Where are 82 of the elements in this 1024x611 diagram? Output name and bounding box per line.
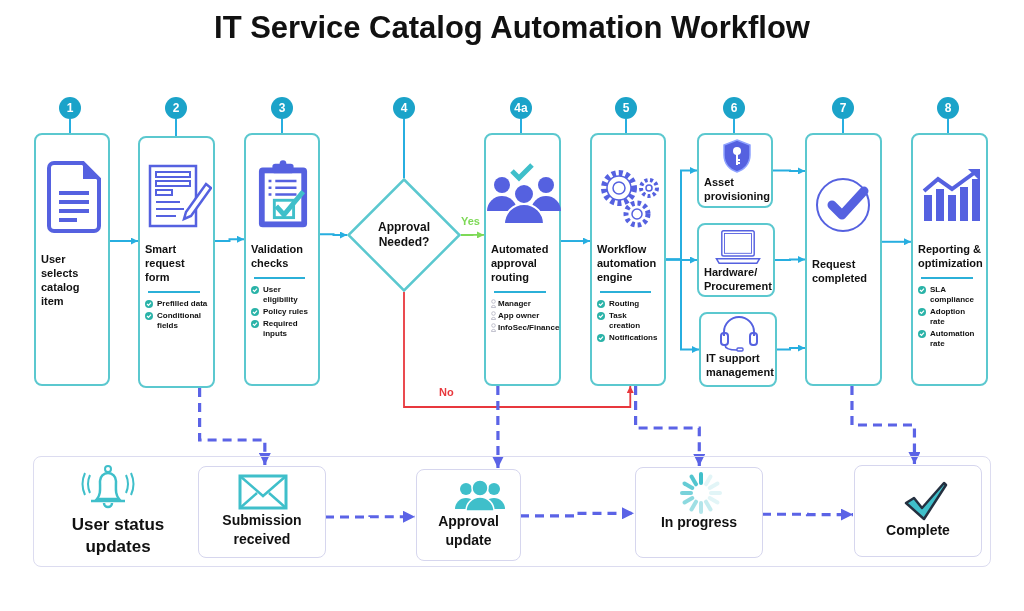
step-title: Reporting & optimization	[918, 242, 981, 270]
list-item: Conditional fields	[157, 311, 202, 331]
list-item: Required inputs	[263, 319, 299, 339]
dashed-arrow	[520, 507, 634, 520]
step-number: 6	[723, 97, 745, 119]
arrow	[109, 237, 139, 245]
process-card	[244, 133, 320, 386]
connector-line	[733, 118, 735, 134]
process-card	[699, 312, 777, 387]
arrow	[403, 291, 634, 408]
process-card	[34, 133, 110, 386]
status-card	[854, 465, 982, 557]
list-item: Automation rate	[930, 329, 976, 349]
step-number: 4	[393, 97, 415, 119]
connector-line	[520, 118, 522, 134]
arrow	[319, 231, 348, 239]
arrow	[665, 258, 700, 353]
process-card	[590, 133, 666, 386]
connector-line	[175, 118, 177, 137]
process-card	[138, 136, 215, 388]
step-title: Automated approval routing	[491, 242, 550, 284]
step-number: 7	[832, 97, 854, 119]
connector-line	[69, 118, 71, 134]
status-card	[416, 469, 521, 561]
connector-line	[625, 118, 627, 134]
arrow	[776, 344, 806, 352]
status-panel	[33, 456, 991, 567]
connector-line	[947, 118, 949, 134]
list-item: Notifications	[609, 333, 658, 343]
list-item: Prefilled data	[157, 299, 208, 309]
step-title: User selects catalog item	[41, 252, 81, 308]
step-title: Request completed	[812, 257, 868, 285]
status-label: Complete	[885, 521, 951, 540]
panel-title: User status updates	[70, 514, 166, 558]
list-item: Task creation	[609, 311, 642, 331]
process-card	[484, 133, 561, 386]
edge-label: Yes	[459, 215, 482, 227]
dashed-arrow	[762, 508, 853, 521]
process-card	[911, 133, 988, 386]
step-title: Validation checks	[251, 242, 304, 270]
step-number: 5	[615, 97, 637, 119]
process-card	[805, 133, 882, 386]
decision-label: Approval Needed?	[377, 220, 431, 250]
list-item: Routing	[609, 299, 640, 309]
arrow	[560, 237, 591, 245]
status-label: Approval update	[437, 512, 500, 550]
dashed-arrow	[850, 386, 921, 464]
edge-label: No	[437, 386, 456, 398]
connector-line	[281, 118, 283, 134]
list-item: InfoSec/Finance	[498, 323, 560, 333]
dashed-arrow	[634, 386, 706, 466]
arrow	[214, 235, 245, 243]
connector-line	[842, 118, 844, 134]
step-number: 1	[59, 97, 81, 119]
step-title: Smart request form	[145, 242, 186, 284]
step-number: 4a	[510, 97, 532, 119]
arrow	[460, 231, 485, 239]
dashed-arrow	[491, 386, 504, 468]
dashed-arrow	[325, 510, 415, 523]
list-item: Policy rules	[263, 307, 308, 317]
step-number: 3	[271, 97, 293, 119]
step-number: 8	[937, 97, 959, 119]
arrow	[774, 256, 806, 263]
status-label: In progress	[659, 513, 739, 532]
list-item: Manager	[498, 299, 531, 309]
status-card	[635, 467, 763, 558]
step-title: Workflow automation engine	[597, 242, 658, 284]
process-card	[697, 223, 775, 297]
connector-line	[403, 118, 405, 179]
list-item: User eligibility	[263, 285, 299, 305]
diagram-title: IT Service Catalog Automation Workflow	[213, 10, 811, 46]
process-card	[697, 133, 773, 208]
status-card	[198, 466, 326, 558]
decision-diamond	[347, 178, 461, 292]
list-item: SLA compliance	[930, 285, 975, 305]
status-label: Submission received	[221, 511, 303, 549]
step-number: 2	[165, 97, 187, 119]
arrow	[772, 167, 806, 175]
list-item: App owner	[498, 311, 540, 321]
list-item: Adoption rate	[930, 307, 967, 327]
dashed-arrow	[198, 388, 271, 465]
arrow	[881, 238, 912, 246]
